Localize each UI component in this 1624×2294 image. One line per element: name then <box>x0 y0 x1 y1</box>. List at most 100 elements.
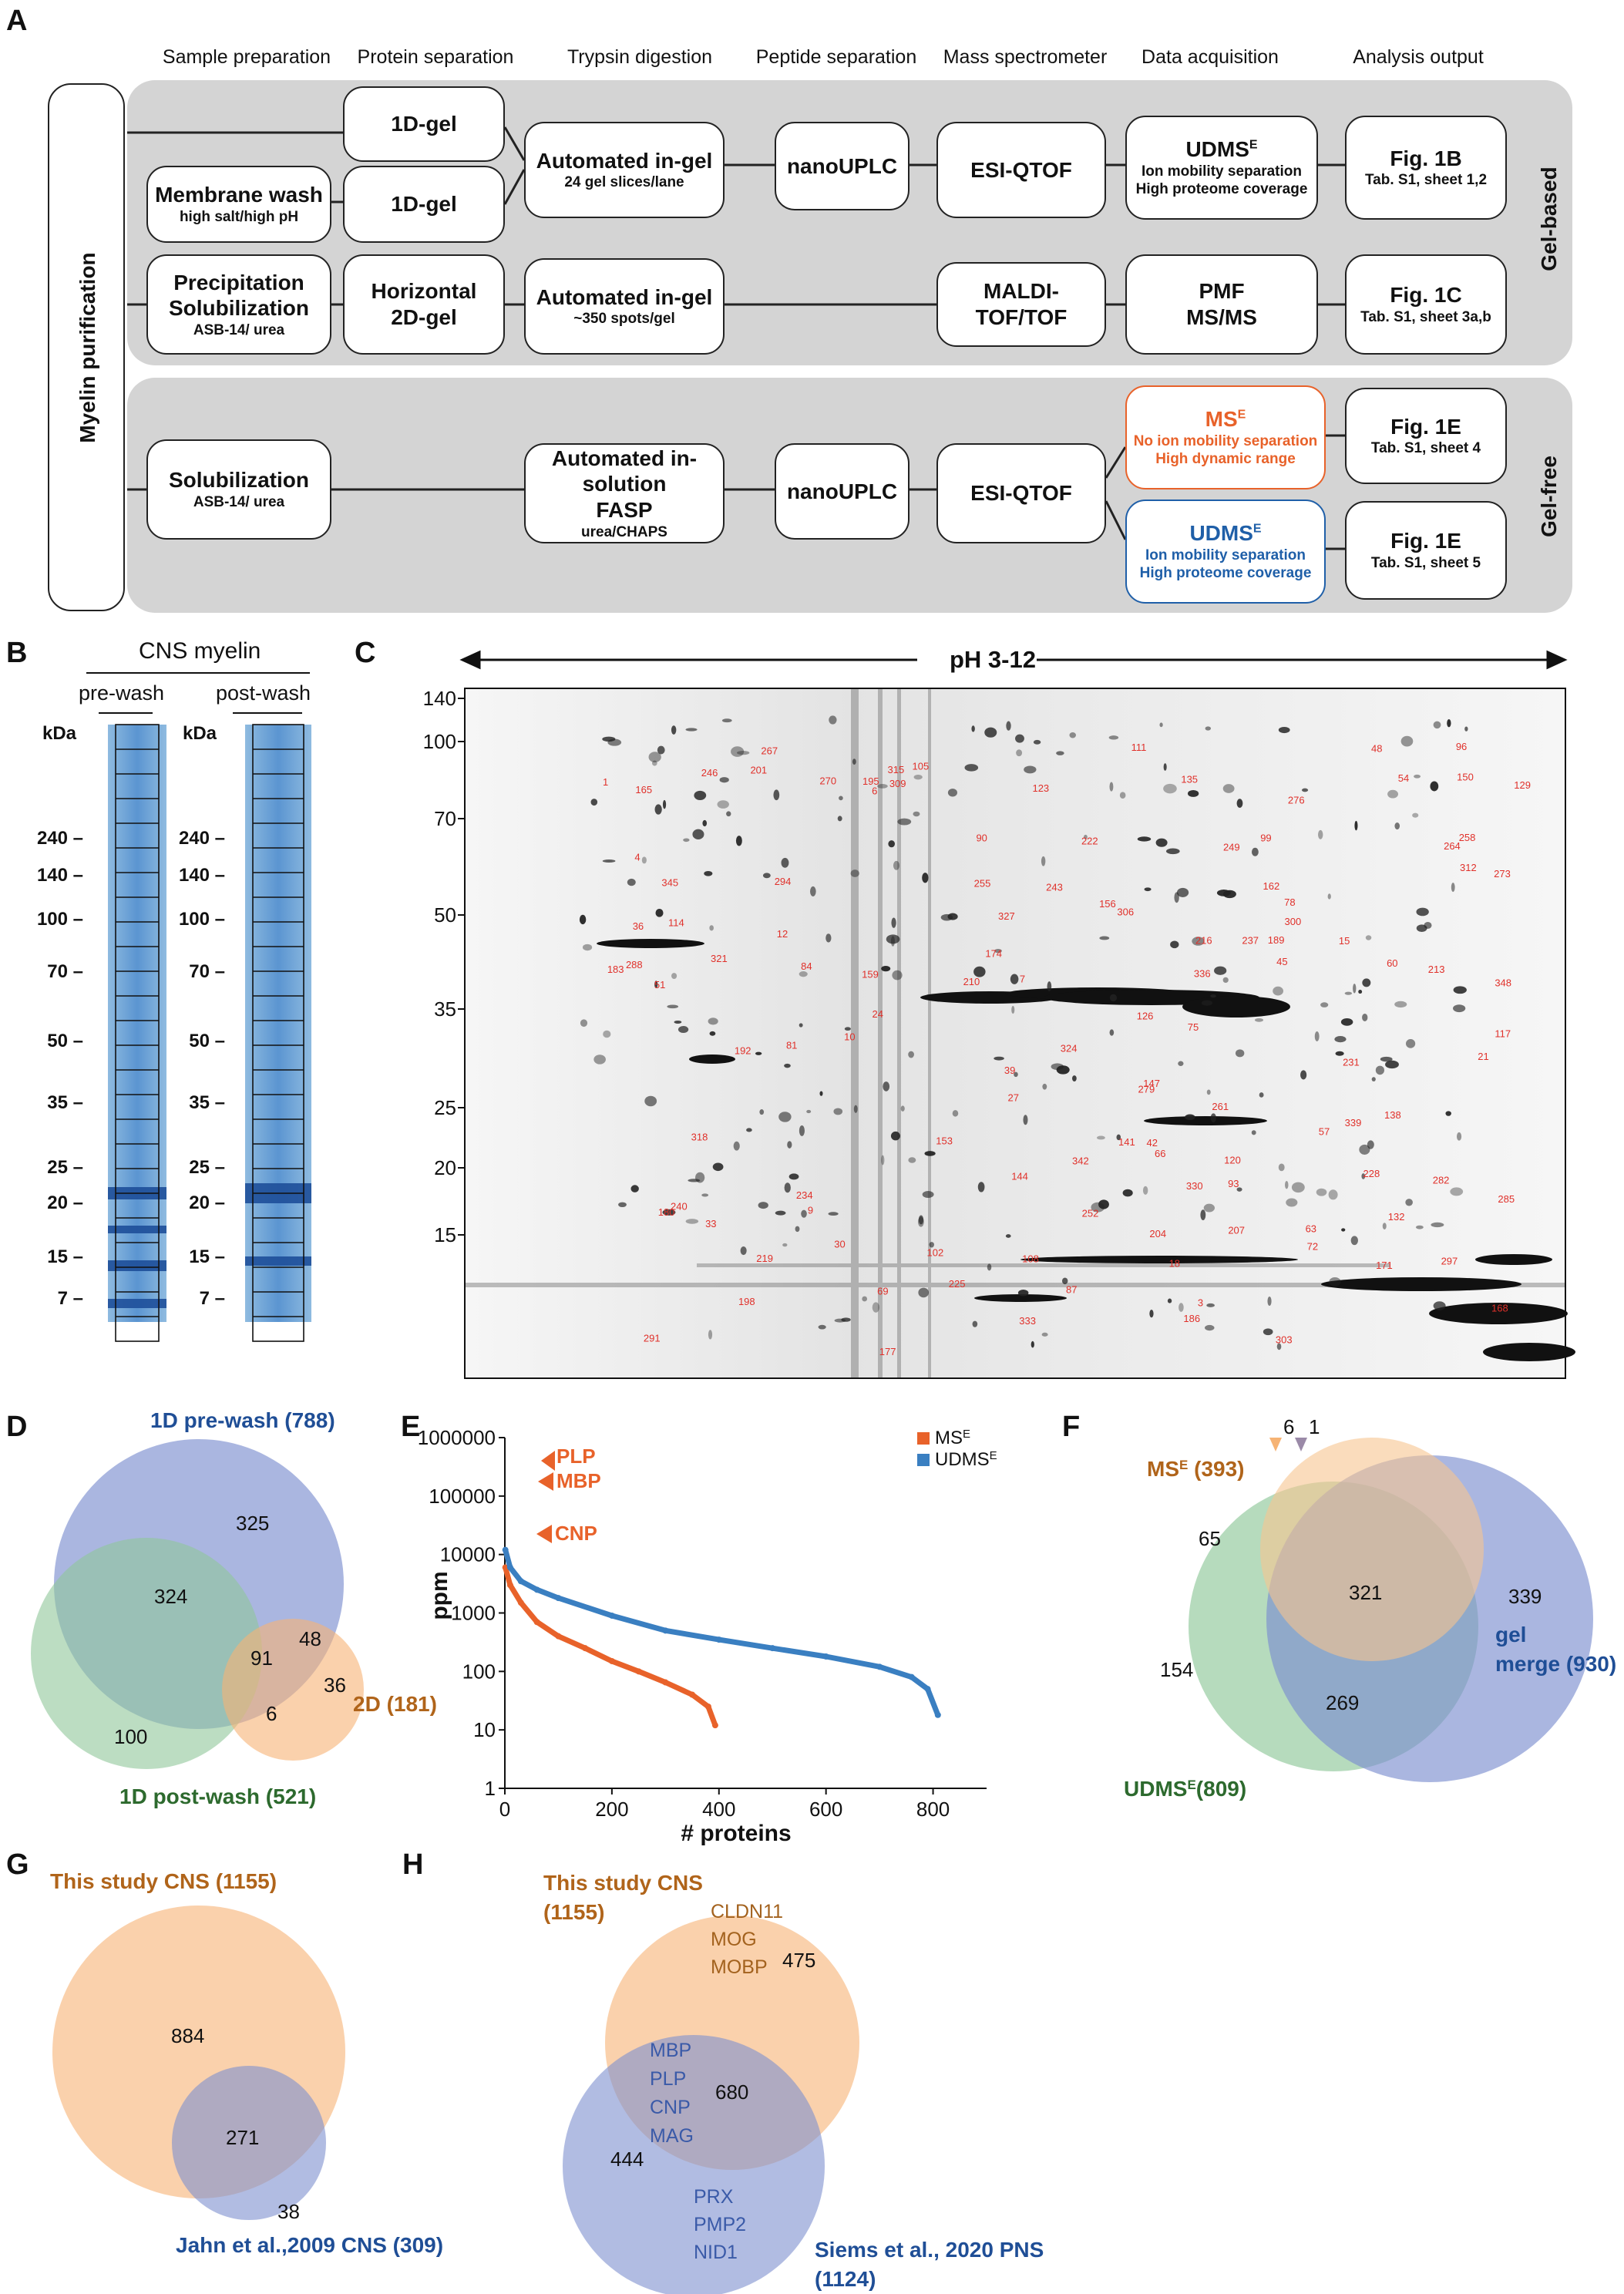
venn-f-mse-label: MSE (393) <box>1147 1457 1245 1481</box>
spot-number: 165 <box>635 784 652 796</box>
gel-spot <box>850 870 859 877</box>
gel-spot <box>1041 1332 1048 1337</box>
series-mse-point <box>502 1564 509 1571</box>
horizontal-title1: Horizontal <box>371 279 477 304</box>
gel-spot <box>922 873 929 883</box>
legend-mse: MSE <box>935 1428 970 1449</box>
myelin-purification-label: Myelin purification <box>76 252 99 443</box>
postwash-slice-grid <box>252 724 304 1342</box>
marker-label-left: 140 – <box>37 865 83 886</box>
gel-spot <box>1259 1092 1264 1098</box>
spot-number: 78 <box>1284 896 1295 908</box>
panel-c-tick-label: 25 <box>434 1096 456 1119</box>
gel-spot <box>1205 1324 1215 1331</box>
fig1e-a-sub: Tab. S1, sheet 4 <box>1370 440 1481 457</box>
series-mse-point <box>635 1668 642 1675</box>
spot-number: 204 <box>1149 1228 1166 1240</box>
series-udmse-point <box>517 1578 524 1585</box>
gel-spot <box>708 1018 718 1025</box>
gel-spot <box>1109 782 1114 792</box>
pmf-box: PMF MS/MS <box>1125 254 1318 355</box>
udmse1-box: UDMSE Ion mobility separation High prote… <box>1125 116 1318 220</box>
gel-spot <box>900 1105 905 1112</box>
gel-spot <box>1005 1234 1011 1238</box>
gel-spot <box>1187 789 1199 797</box>
mse-box: MSE No ion mobility separation High dyna… <box>1125 385 1326 489</box>
spot-number: 120 <box>1224 1155 1241 1166</box>
marker-label-right: 20 – <box>189 1192 225 1213</box>
spot-number: 141 <box>1118 1136 1135 1148</box>
gel-spot <box>883 1081 890 1092</box>
gel-spot <box>702 819 708 827</box>
nanouplc2-box: nanoUPLC <box>775 443 910 540</box>
gel-spot <box>1116 1134 1121 1141</box>
gel-spot <box>603 1030 611 1038</box>
spot-number: 123 <box>1032 782 1049 794</box>
chart-e-series <box>502 1546 941 1729</box>
gel-spot <box>654 980 658 989</box>
udmse1-line2: High proteome coverage <box>1135 181 1308 198</box>
chart-e-legend: MSE UDMSE <box>917 1428 997 1471</box>
gel-lanes: 240 –140 –100 –70 –50 –35 –25 –20 –15 –7… <box>37 724 311 1342</box>
gel-spot <box>1159 722 1163 728</box>
gel-spot <box>784 1063 791 1068</box>
gel1-bottom-label: 1D-gel <box>391 192 457 217</box>
gel-spot <box>852 758 856 765</box>
spot-number: 243 <box>1046 882 1063 893</box>
fig1b-sub: Tab. S1, sheet 1,2 <box>1364 172 1488 189</box>
postwash-lane-outline <box>252 724 304 1342</box>
esiqtof1-label: ESI-QTOF <box>970 157 1072 182</box>
gel-spot <box>1109 994 1118 1002</box>
precipitation-box: Precipitation Solubilization ASB-14/ ure… <box>146 254 331 355</box>
gel-spot <box>1072 1075 1077 1082</box>
spot-number: 180 <box>658 1206 675 1218</box>
prewash-slice-grid <box>115 724 160 1342</box>
spot-number: 9 <box>808 1204 813 1216</box>
panel-b-title: CNS myelin <box>139 638 261 664</box>
marker-label-right: 25 – <box>189 1157 225 1178</box>
spot-number: 111 <box>1131 742 1147 753</box>
spot-number: 315 <box>887 764 904 775</box>
chart-e-xtick-label: 400 <box>702 1798 735 1821</box>
gel-spot <box>1119 792 1126 799</box>
venn-f-n65: 65 <box>1199 1527 1221 1550</box>
series-udmse-point <box>715 1636 722 1643</box>
spot-number: 324 <box>1061 1042 1078 1054</box>
spot-number: 39 <box>1004 1065 1015 1076</box>
legend-udmse: UDMSE <box>935 1449 997 1471</box>
prewash-rule <box>99 712 153 714</box>
series-udmse-point <box>608 1612 615 1619</box>
series-mse-point <box>711 1722 718 1729</box>
header-peptide-sep: Peptide separation <box>755 46 917 68</box>
legend-mse-swatch <box>917 1432 930 1445</box>
gel-spot <box>799 971 808 977</box>
gel-spot <box>695 1172 705 1183</box>
venn-d-n48: 48 <box>299 1627 321 1650</box>
gel-spot <box>1084 834 1088 839</box>
precip-sub: ASB-14/ urea <box>193 321 285 338</box>
gel-spot <box>641 856 647 864</box>
spot-number: 198 <box>738 1296 755 1307</box>
spot-number: 225 <box>949 1278 966 1290</box>
precip-title2: Solubilization <box>169 296 309 321</box>
gel-spot <box>782 1243 788 1247</box>
spot-number: 21 <box>1478 1051 1488 1062</box>
gel-spot <box>657 745 665 755</box>
series-udmse-point <box>506 1564 513 1571</box>
udmse1-title-text: UDMS <box>1185 136 1249 161</box>
spot-number: 264 <box>1444 840 1461 852</box>
venn-d: 1D pre-wash (788) 1D post-wash (521) 2D … <box>31 1408 437 1808</box>
insol-title2: FASP <box>596 497 653 522</box>
spot-number: 270 <box>819 775 836 787</box>
gel-spot <box>1433 1301 1446 1310</box>
label-mbp: MBP <box>556 1469 601 1492</box>
gel-spot <box>844 1027 851 1031</box>
gel-spot <box>1329 1277 1341 1287</box>
gel-spot <box>1251 1130 1256 1135</box>
venn-f-n269: 269 <box>1326 1691 1359 1714</box>
label-cnp: CNP <box>555 1522 597 1545</box>
gel-spot <box>839 796 843 801</box>
gel-spot <box>853 1105 858 1113</box>
gel-spot <box>1170 940 1179 949</box>
gel-spot <box>829 715 837 725</box>
